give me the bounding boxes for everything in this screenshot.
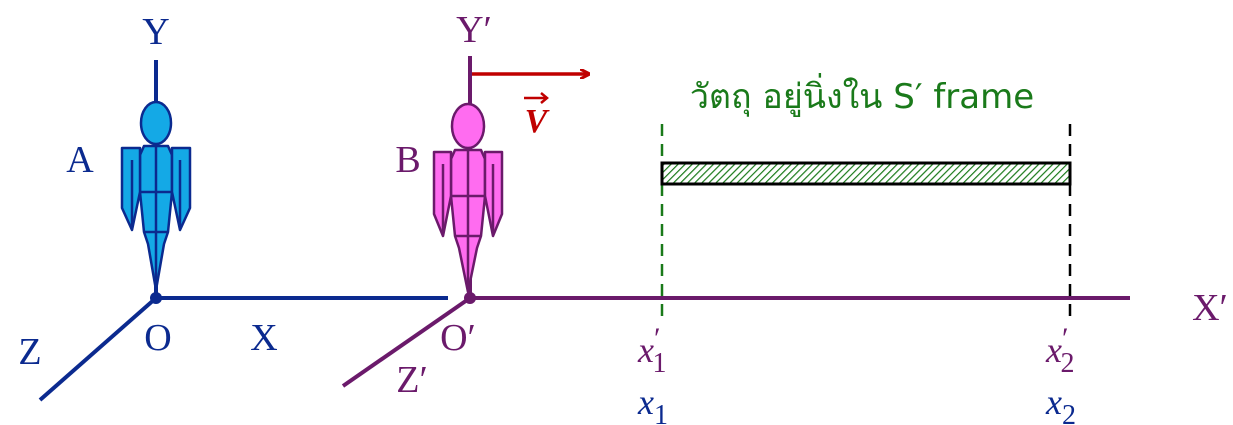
observer-b-label: B bbox=[395, 139, 420, 181]
sp-x-label: X′ bbox=[1192, 287, 1228, 329]
s-origin-dot bbox=[150, 292, 162, 304]
velocity-vector-arrow-tip bbox=[540, 92, 549, 104]
x2-label: x2 bbox=[1045, 382, 1076, 425]
s-y-label: Y bbox=[142, 11, 169, 53]
sp-y-label: Y′ bbox=[456, 9, 492, 51]
s-z-axis bbox=[38, 296, 158, 402]
x1-label: x1 bbox=[637, 382, 668, 425]
s-origin-label: O bbox=[144, 317, 171, 359]
sp-origin-label: O′ bbox=[440, 317, 476, 359]
observer-a-label: A bbox=[66, 139, 94, 181]
rest-object-group: วัตถุ อยู่นิ่งใน S′ frame bbox=[660, 73, 1072, 316]
observer-a-figure bbox=[120, 100, 192, 292]
s-x-label: X bbox=[250, 317, 277, 359]
x1-prime-label: x′1 bbox=[637, 322, 667, 379]
frame-s: Y X Z O A bbox=[18, 11, 448, 402]
object-caption: วัตถุ อยู่นิ่งใน S′ frame bbox=[690, 73, 1034, 117]
observer-b-figure bbox=[432, 102, 504, 294]
x2-prime-label: x′2 bbox=[1045, 322, 1075, 379]
velocity-vector: V bbox=[472, 74, 588, 140]
s-z-label: Z bbox=[18, 331, 41, 373]
sp-origin-dot bbox=[464, 292, 476, 304]
sp-z-label: Z′ bbox=[396, 359, 428, 401]
rest-object-rod bbox=[660, 161, 1072, 186]
marker-labels: x′1 x1 x′2 x2 bbox=[637, 322, 1076, 425]
sp-z-axis bbox=[341, 296, 472, 388]
velocity-label: V bbox=[525, 103, 550, 140]
frame-s-prime: Y′ X′ Z′ O′ B bbox=[341, 9, 1228, 401]
